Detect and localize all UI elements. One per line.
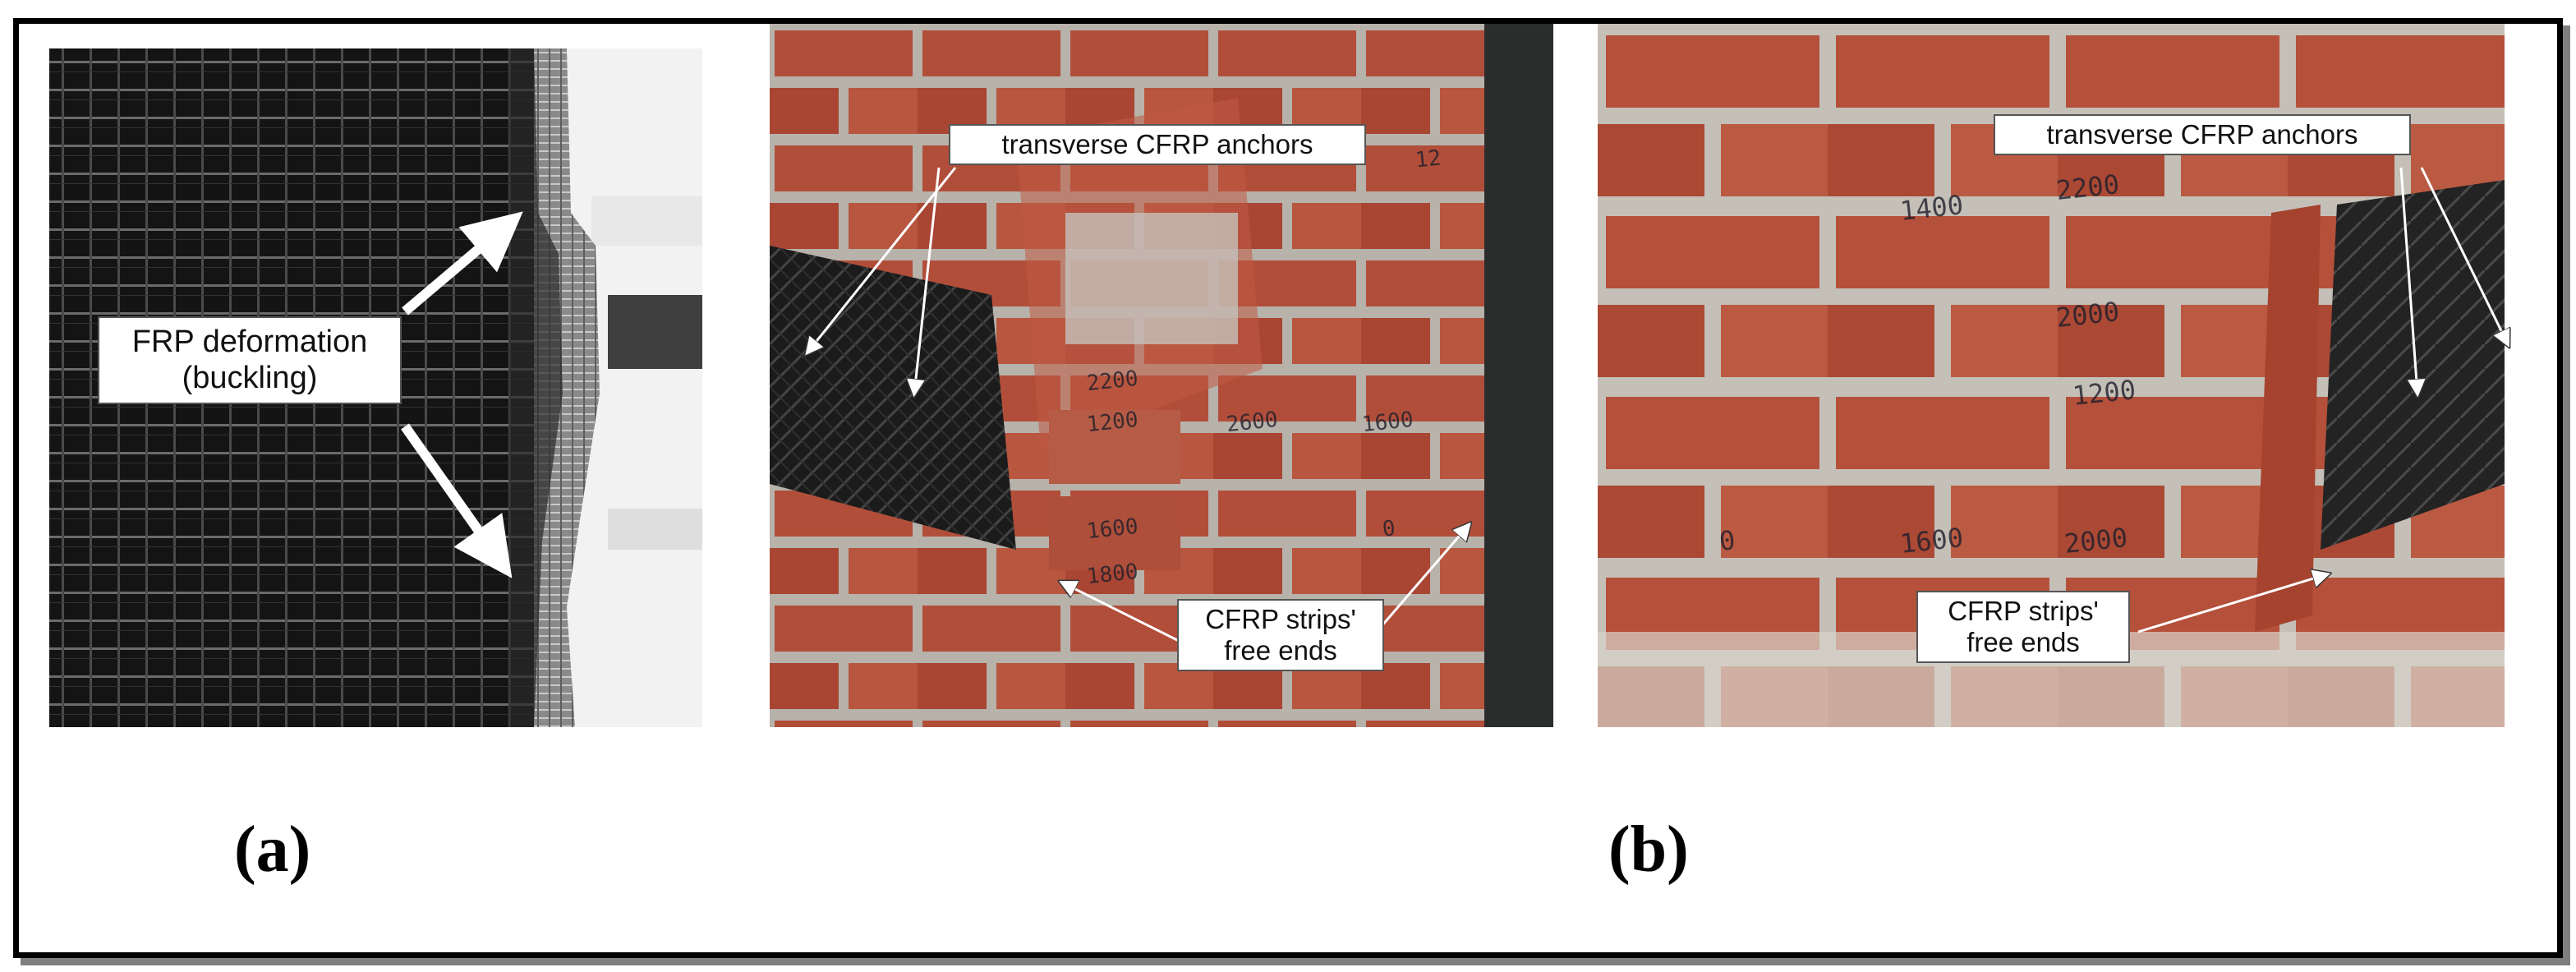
brick-mark: 12 <box>1414 145 1442 173</box>
brick-mark: 2200 <box>2054 168 2121 206</box>
callout-anchors-b2-text: transverse CFRP anchors <box>2046 119 2358 150</box>
brick-mark: 2000 <box>2063 522 2129 560</box>
brick-mark: 0 <box>1718 524 1737 557</box>
figure-frame: FRP deformation (buckling) transverse CF… <box>13 18 2563 958</box>
callout-anchors-b2: transverse CFRP anchors <box>1994 114 2411 155</box>
brick-mark: 1600 <box>1898 522 1965 560</box>
callout-free-ends-b1-line1: CFRP strips' <box>1205 604 1356 634</box>
brick-mark: 0 <box>1381 516 1397 542</box>
callout-frp-deformation-line1: FRP deformation <box>131 325 368 359</box>
brick-mark: 1400 <box>1898 189 1965 227</box>
callout-free-ends-b2: CFRP strips' free ends <box>1916 591 2130 663</box>
callout-free-ends-b1-line2: free ends <box>1224 634 1337 666</box>
callout-anchors-b1: transverse CFRP anchors <box>949 124 1366 165</box>
callout-anchors-b1-text: transverse CFRP anchors <box>1001 129 1313 159</box>
panel-label-a: (a) <box>234 813 311 886</box>
callout-free-ends-b1: CFRP strips' free ends <box>1177 599 1384 671</box>
brick-mark: 2000 <box>2054 296 2121 334</box>
callout-free-ends-b2-line1: CFRP strips' <box>1948 596 2099 626</box>
callout-frp-deformation: FRP deformation (buckling) <box>98 316 402 405</box>
callout-frp-deformation-line2: (buckling) <box>182 360 318 395</box>
panel-label-b: (b) <box>1608 813 1689 886</box>
callout-free-ends-b2-line2: free ends <box>1966 626 2080 657</box>
brick-mark: 1200 <box>2071 374 2137 412</box>
